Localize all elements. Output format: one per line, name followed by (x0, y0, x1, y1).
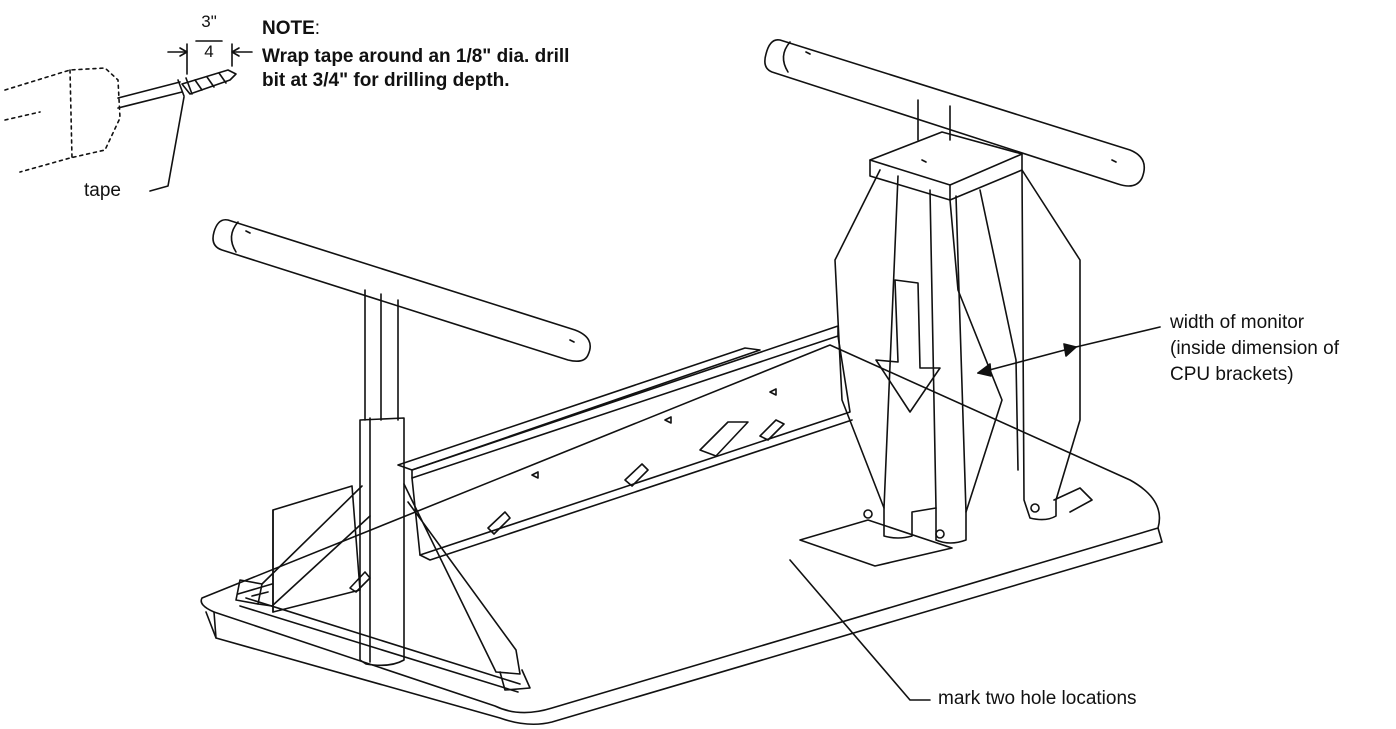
note-line-1: Wrap tape around an 1/8" dia. drill (262, 46, 570, 67)
note-heading-colon: : (314, 18, 321, 39)
table-top (200, 344, 1163, 726)
note-heading: NOTE: (262, 18, 321, 39)
support-beam (272, 325, 853, 613)
dimension-denominator: 4 (204, 42, 214, 61)
right-leg (764, 38, 1146, 187)
width-arrow (977, 326, 1161, 377)
tape-label: tape (84, 180, 121, 201)
left-leg (212, 218, 591, 691)
width-label-line-1: width of monitor (1170, 312, 1305, 333)
dimension-numerator: 3" (201, 12, 217, 31)
mark-holes-label: mark two hole locations (938, 688, 1137, 709)
width-label-line-3: CPU brackets) (1170, 364, 1294, 385)
mark-holes-leader (789, 559, 931, 701)
note-line-2: bit at 3/4" for drilling depth. (262, 70, 510, 91)
cpu-brackets (799, 131, 1093, 567)
width-label-line-2: (inside dimension of (1170, 338, 1339, 359)
drill-bit-detail (4, 40, 253, 192)
